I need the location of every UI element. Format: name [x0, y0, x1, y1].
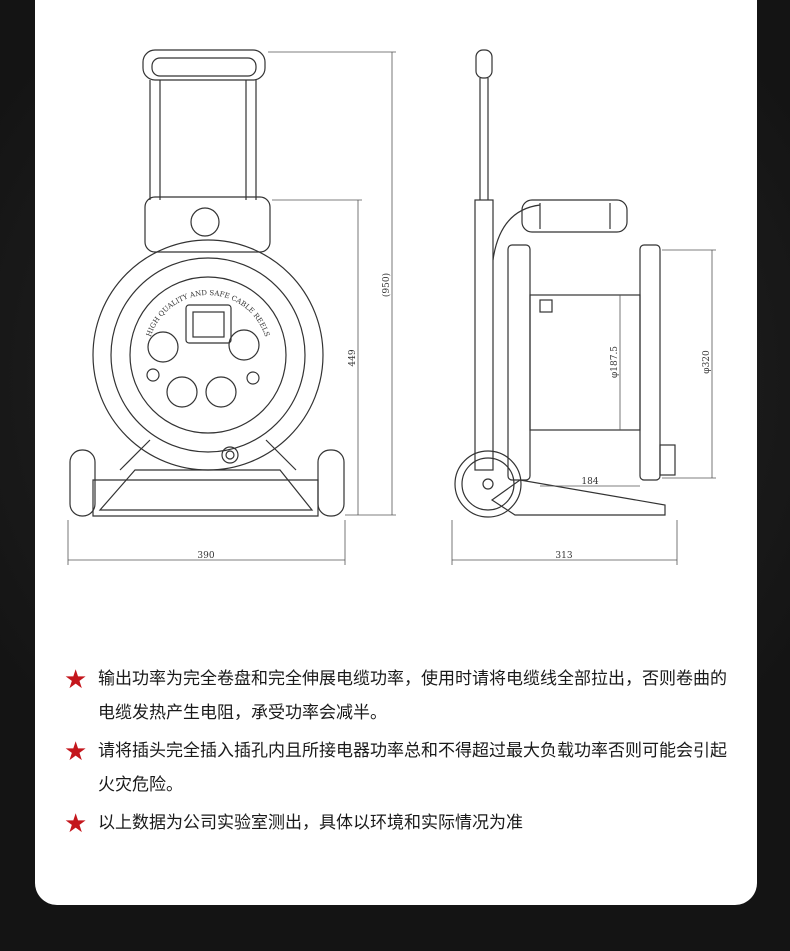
star-icon: ★: [64, 665, 88, 695]
reel-text-top: HIGH QUALITY AND SAFE CABLE REELS: [145, 289, 271, 338]
dim-reel-diameter: φ320: [702, 350, 712, 374]
dim-drum-diameter: φ187.5: [610, 346, 620, 378]
front-view: HIGH QUALITY AND SAFE CABLE REELS: [69, 49, 345, 517]
dim-side-depth: 313: [555, 551, 572, 561]
dim-front-body-height: 449: [348, 349, 358, 366]
content-card: [35, 0, 757, 905]
dim-drum-width: 184: [581, 477, 598, 487]
note-item: ★ 请将插头完全插入插孔内且所接电器功率总和不得超过最大负载功率否则可能会引起火…: [64, 734, 734, 802]
notes-list: ★ 输出功率为完全卷盘和完全伸展电缆功率，使用时请将电缆线全部拉出，否则卷曲的电…: [64, 662, 734, 844]
star-icon: ★: [64, 737, 88, 767]
note-text: 输出功率为完全卷盘和完全伸展电缆功率，使用时请将电缆线全部拉出，否则卷曲的电缆发…: [98, 669, 727, 723]
dim-front-width: 390: [197, 551, 214, 561]
note-text: 请将插头完全插入插孔内且所接电器功率总和不得超过最大负载功率否则可能会引起火灾危…: [98, 741, 727, 795]
dim-front-total-height: (950): [381, 273, 392, 297]
star-icon: ★: [64, 809, 88, 839]
note-item: ★ 输出功率为完全卷盘和完全伸展电缆功率，使用时请将电缆线全部拉出，否则卷曲的电…: [64, 662, 734, 730]
note-item: ★ 以上数据为公司实验室测出，具体以环境和实际情况为准: [64, 806, 734, 840]
side-view: [454, 49, 676, 518]
dimension-lines: [67, 51, 716, 565]
note-text: 以上数据为公司实验室测出，具体以环境和实际情况为准: [98, 813, 523, 833]
